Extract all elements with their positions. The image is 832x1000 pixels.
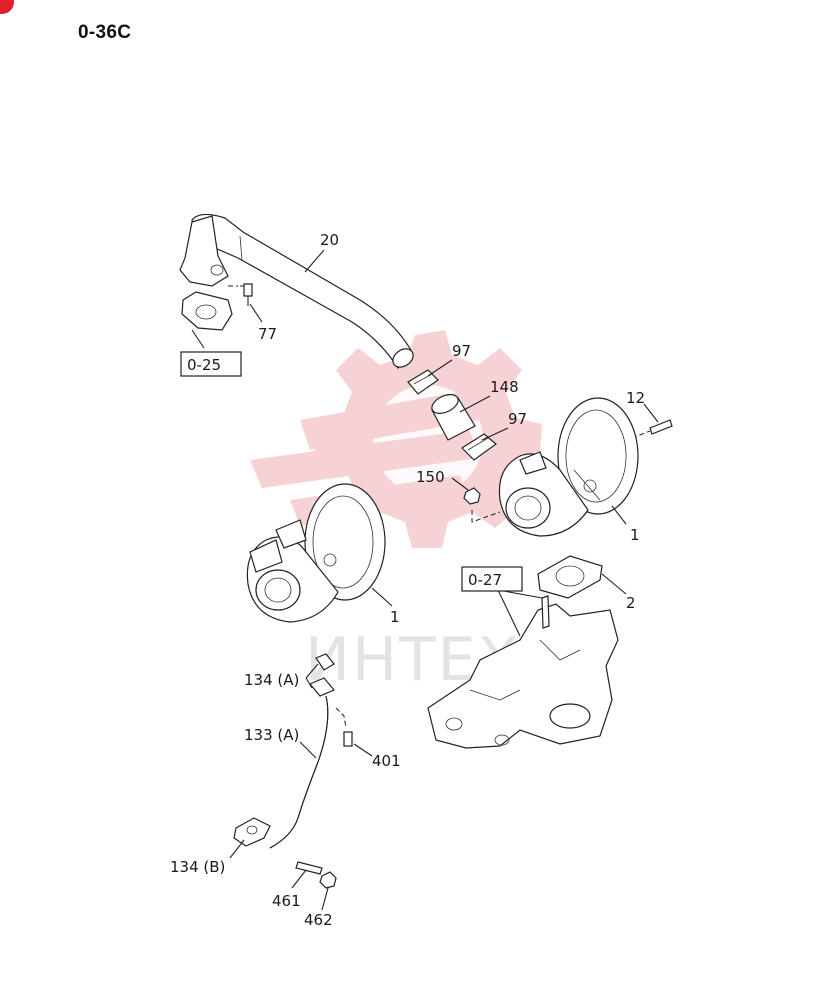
bolt-401 (335, 707, 353, 747)
reference-box-0-27: 0-27 (461, 566, 523, 592)
hose-148 (431, 394, 476, 441)
callout-1-right: 1 (630, 526, 640, 544)
callout-labels: 20 77 97 148 97 12 150 1 1 2 134 (A) 133… (170, 231, 645, 929)
callout-461: 461 (272, 892, 301, 910)
callout-77: 77 (258, 325, 277, 343)
callout-150: 150 (416, 468, 445, 486)
callout-133a: 133 (A) (244, 726, 299, 744)
exhaust-manifold (427, 595, 619, 749)
stud-461 (295, 861, 323, 875)
callout-401: 401 (372, 752, 401, 770)
watermark-logo (250, 330, 542, 548)
callout-97-upper: 97 (452, 342, 471, 360)
stud-12 (631, 419, 673, 439)
gasket-2 (537, 555, 603, 599)
callout-97-lower: 97 (508, 410, 527, 428)
nut-462 (319, 871, 337, 889)
callout-12: 12 (626, 389, 645, 407)
page-code: 0-36C (78, 22, 132, 43)
oil-feed-pipe-133a (269, 653, 335, 849)
turbocharger-right-1 (498, 397, 639, 537)
gasket-flange (181, 291, 233, 331)
exhaust-pipe-20 (179, 213, 414, 369)
callout-462: 462 (304, 911, 333, 929)
clamp-97-lower (461, 433, 497, 461)
nut-150 (463, 487, 501, 523)
callout-148: 148 (490, 378, 519, 396)
reference-box-0-25: 0-25 (180, 351, 242, 377)
callout-134a: 134 (A) (244, 671, 299, 689)
bolt-77 (228, 283, 253, 306)
callout-134b: 134 (B) (170, 858, 225, 876)
callout-20: 20 (320, 231, 339, 249)
gasket-134b (233, 817, 271, 847)
callout-1-left: 1 (390, 608, 400, 626)
turbocharger-left-1 (246, 483, 386, 623)
reference-label-0-27: 0-27 (468, 571, 502, 589)
callout-2: 2 (626, 594, 636, 612)
reference-label-0-25: 0-25 (187, 356, 221, 374)
